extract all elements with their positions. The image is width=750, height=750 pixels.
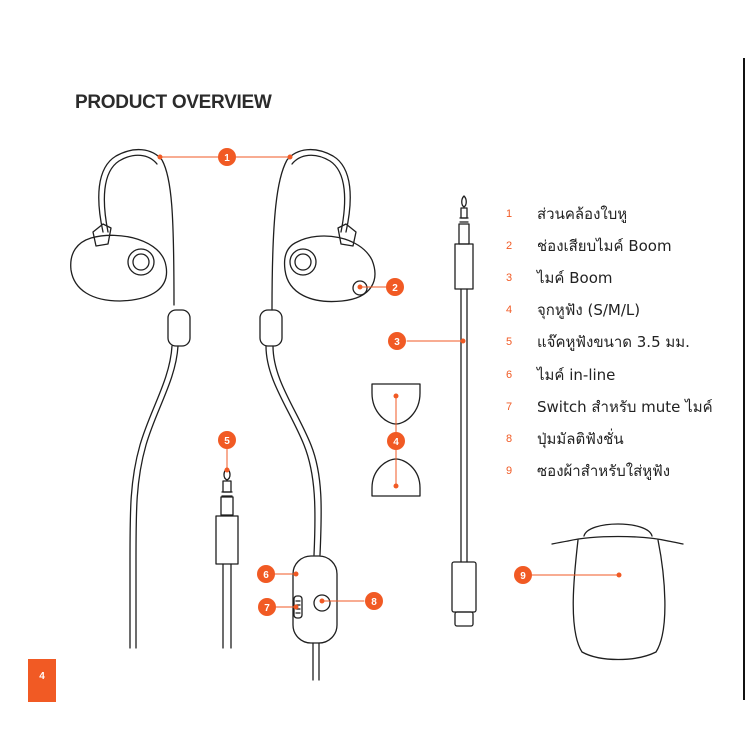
svg-text:3: 3 bbox=[394, 337, 400, 348]
svg-text:8: 8 bbox=[371, 597, 377, 608]
left-earbud bbox=[70, 149, 191, 649]
pouch-body bbox=[572, 539, 666, 661]
callout-8: 8 bbox=[365, 592, 383, 610]
legend-item: 9 ซองผ้าสำหรับใส่หูฟัง bbox=[506, 455, 741, 487]
page-title: PRODUCT OVERVIEW bbox=[75, 92, 272, 113]
legend-number: 7 bbox=[506, 400, 513, 413]
inline-remote bbox=[292, 555, 338, 644]
legend-text: ไมค์ Boom bbox=[537, 269, 613, 288]
legend-text: Switch สำหรับ mute ไมค์ bbox=[537, 397, 713, 416]
callout-4: 4 bbox=[387, 432, 405, 450]
legend-item: 2 ช่องเสียบไมค์ Boom bbox=[506, 230, 741, 262]
page-frame-line bbox=[743, 58, 745, 700]
right-earbud bbox=[259, 149, 376, 681]
legend-text: ส่วนคล้องใบหู bbox=[537, 205, 628, 224]
callout-2: 2 bbox=[386, 278, 404, 296]
callout-3: 3 bbox=[388, 332, 406, 350]
legend-item: 7 Switch สำหรับ mute ไมค์ bbox=[506, 391, 741, 423]
svg-text:6: 6 bbox=[263, 570, 269, 581]
legend-number: 6 bbox=[506, 368, 513, 381]
legend-item: 3 ไมค์ Boom bbox=[506, 262, 741, 294]
leader-dots bbox=[157, 154, 622, 610]
legend-text: ไมค์ in-line bbox=[537, 365, 616, 384]
svg-text:5: 5 bbox=[224, 436, 230, 447]
legend-number: 3 bbox=[506, 272, 513, 285]
callout-7: 7 bbox=[258, 598, 276, 616]
legend-number: 5 bbox=[506, 336, 513, 349]
callout-9: 9 bbox=[514, 566, 532, 584]
legend-item: 4 จุกหูฟัง (S/M/L) bbox=[506, 294, 741, 326]
legend-item: 8 ปุ่มมัลติฟังชั่น bbox=[506, 423, 741, 455]
svg-text:7: 7 bbox=[264, 603, 270, 614]
legend-number: 4 bbox=[506, 304, 513, 317]
left-earbud-housing bbox=[70, 234, 168, 302]
callout-5: 5 bbox=[218, 431, 236, 449]
headphone-jack bbox=[215, 467, 239, 649]
svg-text:2: 2 bbox=[392, 283, 398, 294]
legend-item: 5 แจ๊คหูฟังขนาด 3.5 มม. bbox=[506, 326, 741, 358]
callout-1: 1 bbox=[218, 148, 236, 166]
leader-lines bbox=[159, 156, 620, 608]
svg-text:1: 1 bbox=[224, 153, 230, 164]
left-ear-hook bbox=[98, 149, 175, 306]
legend-list: 1 ส่วนคล้องใบหู 2 ช่องเสียบไมค์ Boom 3 ไ… bbox=[506, 198, 741, 487]
svg-text:4: 4 bbox=[393, 437, 399, 448]
legend-item: 6 ไมค์ in-line bbox=[506, 358, 741, 390]
multifunction-button bbox=[313, 594, 331, 612]
carrying-pouch bbox=[551, 523, 684, 661]
legend-text: ปุ่มมัลติฟังชั่น bbox=[537, 429, 624, 448]
right-earbud-housing bbox=[283, 235, 376, 303]
legend-number: 8 bbox=[506, 432, 513, 445]
boom-mic bbox=[451, 195, 477, 627]
legend-text: จุกหูฟัง (S/M/L) bbox=[537, 301, 641, 320]
legend-text: ช่องเสียบไมค์ Boom bbox=[537, 237, 672, 256]
boom-mic-port bbox=[352, 280, 368, 296]
legend-text: แจ๊คหูฟังขนาด 3.5 มม. bbox=[537, 333, 690, 352]
callout-6: 6 bbox=[257, 565, 275, 583]
svg-text:9: 9 bbox=[520, 571, 526, 582]
right-ear-hook bbox=[271, 149, 351, 311]
legend-number: 2 bbox=[506, 240, 513, 253]
legend-text: ซองผ้าสำหรับใส่หูฟัง bbox=[537, 461, 671, 480]
legend-number: 9 bbox=[506, 464, 513, 477]
legend-item: 1 ส่วนคล้องใบหู bbox=[506, 198, 741, 230]
page-number: 4 bbox=[28, 659, 56, 702]
legend-number: 1 bbox=[506, 208, 513, 221]
